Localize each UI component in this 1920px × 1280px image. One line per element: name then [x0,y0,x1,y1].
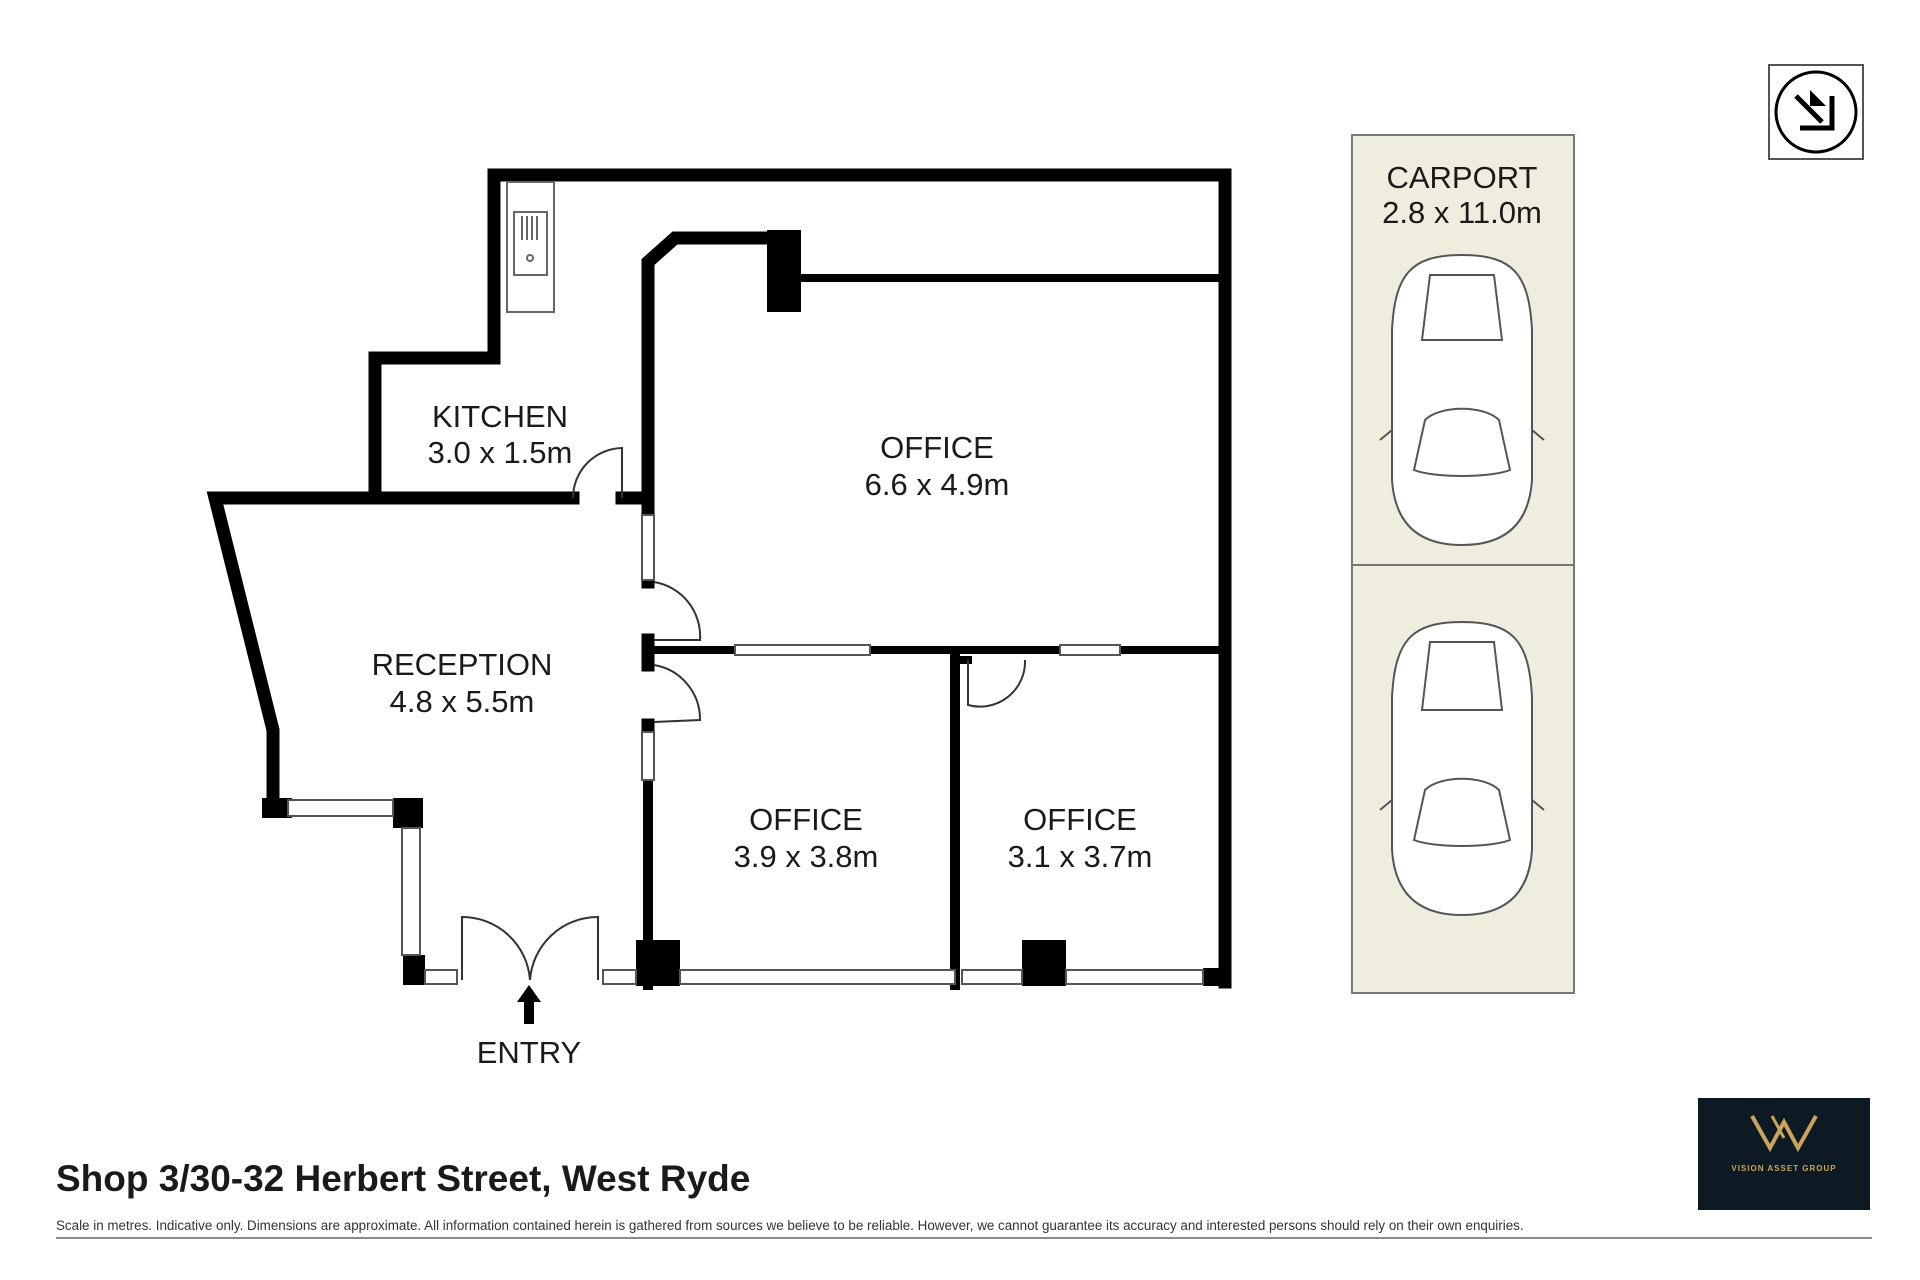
room-labels: KITCHEN 3.0 x 1.5m OFFICE 6.6 x 4.9m REC… [372,160,1542,1070]
carport [1351,134,1575,994]
carport-name: CARPORT [1386,160,1537,195]
entry-label: ENTRY [477,1035,582,1070]
reception-size: 4.8 x 5.5m [390,684,535,719]
windows [287,514,1204,985]
footer-divider [56,1237,1872,1239]
logo-mark-icon [1750,1115,1818,1153]
car-icon [1379,253,1545,547]
brand-logo: VISION ASSET GROUP [1698,1098,1870,1210]
office-main-size: 6.6 x 4.9m [865,467,1010,502]
car-icon [1379,620,1545,917]
office-left-name: OFFICE [749,802,863,837]
entry-arrow-icon [517,985,541,1024]
kitchen-size: 3.0 x 1.5m [428,435,573,470]
brand-name: VISION ASSET GROUP [1731,1164,1837,1173]
north-arrow-icon [1768,64,1864,160]
office-right-size: 3.1 x 3.7m [1008,839,1153,874]
walls [206,168,1232,990]
columns [262,230,1229,986]
office-left-size: 3.9 x 3.8m [734,839,879,874]
doors [461,446,1027,981]
disclaimer: Scale in metres. Indicative only. Dimens… [56,1218,1524,1233]
property-address: Shop 3/30-32 Herbert Street, West Ryde [56,1158,751,1199]
kitchen-name: KITCHEN [432,399,568,434]
sink-icon [506,181,555,313]
office-right-name: OFFICE [1023,802,1137,837]
carport-size: 2.8 x 11.0m [1382,195,1542,230]
office-main-name: OFFICE [880,430,994,465]
reception-name: RECEPTION [372,647,553,682]
